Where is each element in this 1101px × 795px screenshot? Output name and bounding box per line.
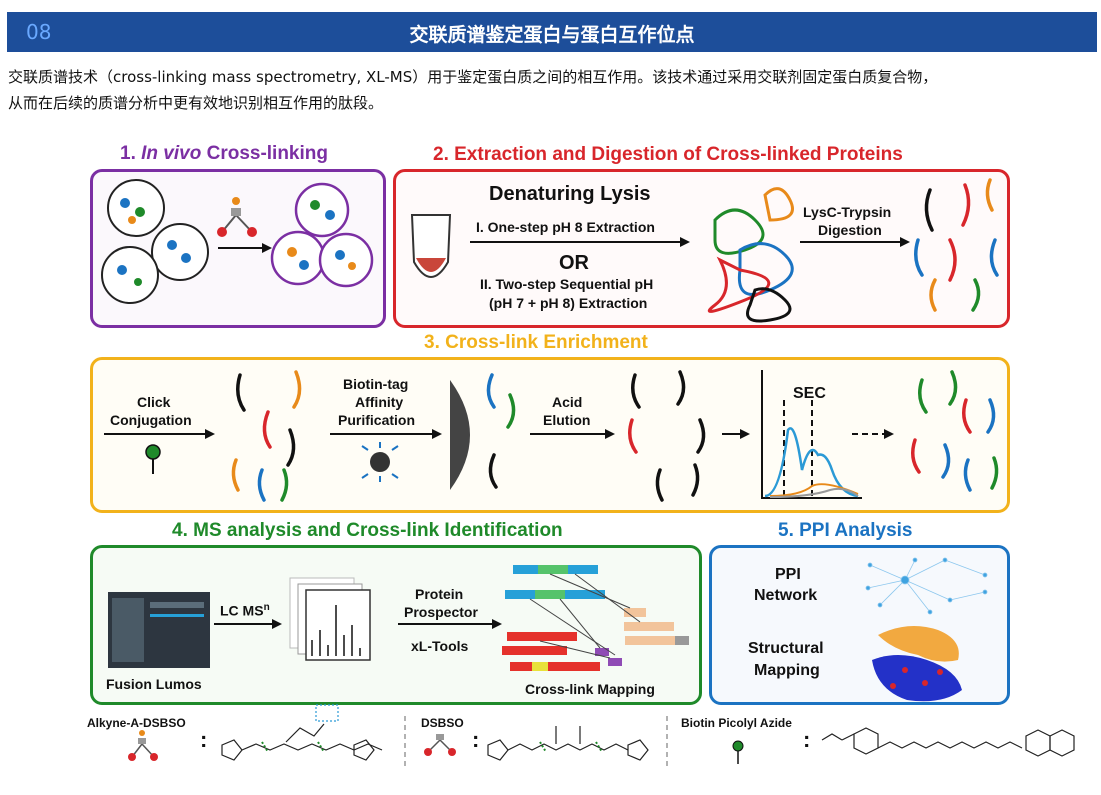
alkyne-dsbso-icon [128, 730, 158, 761]
dsbso-icon [424, 734, 456, 756]
alkyne-dsbso-structure [222, 705, 382, 760]
dsbso-structure [488, 726, 648, 760]
biotin-azide-legend-icon [733, 741, 743, 764]
biotin-azide-structure [822, 728, 1074, 756]
